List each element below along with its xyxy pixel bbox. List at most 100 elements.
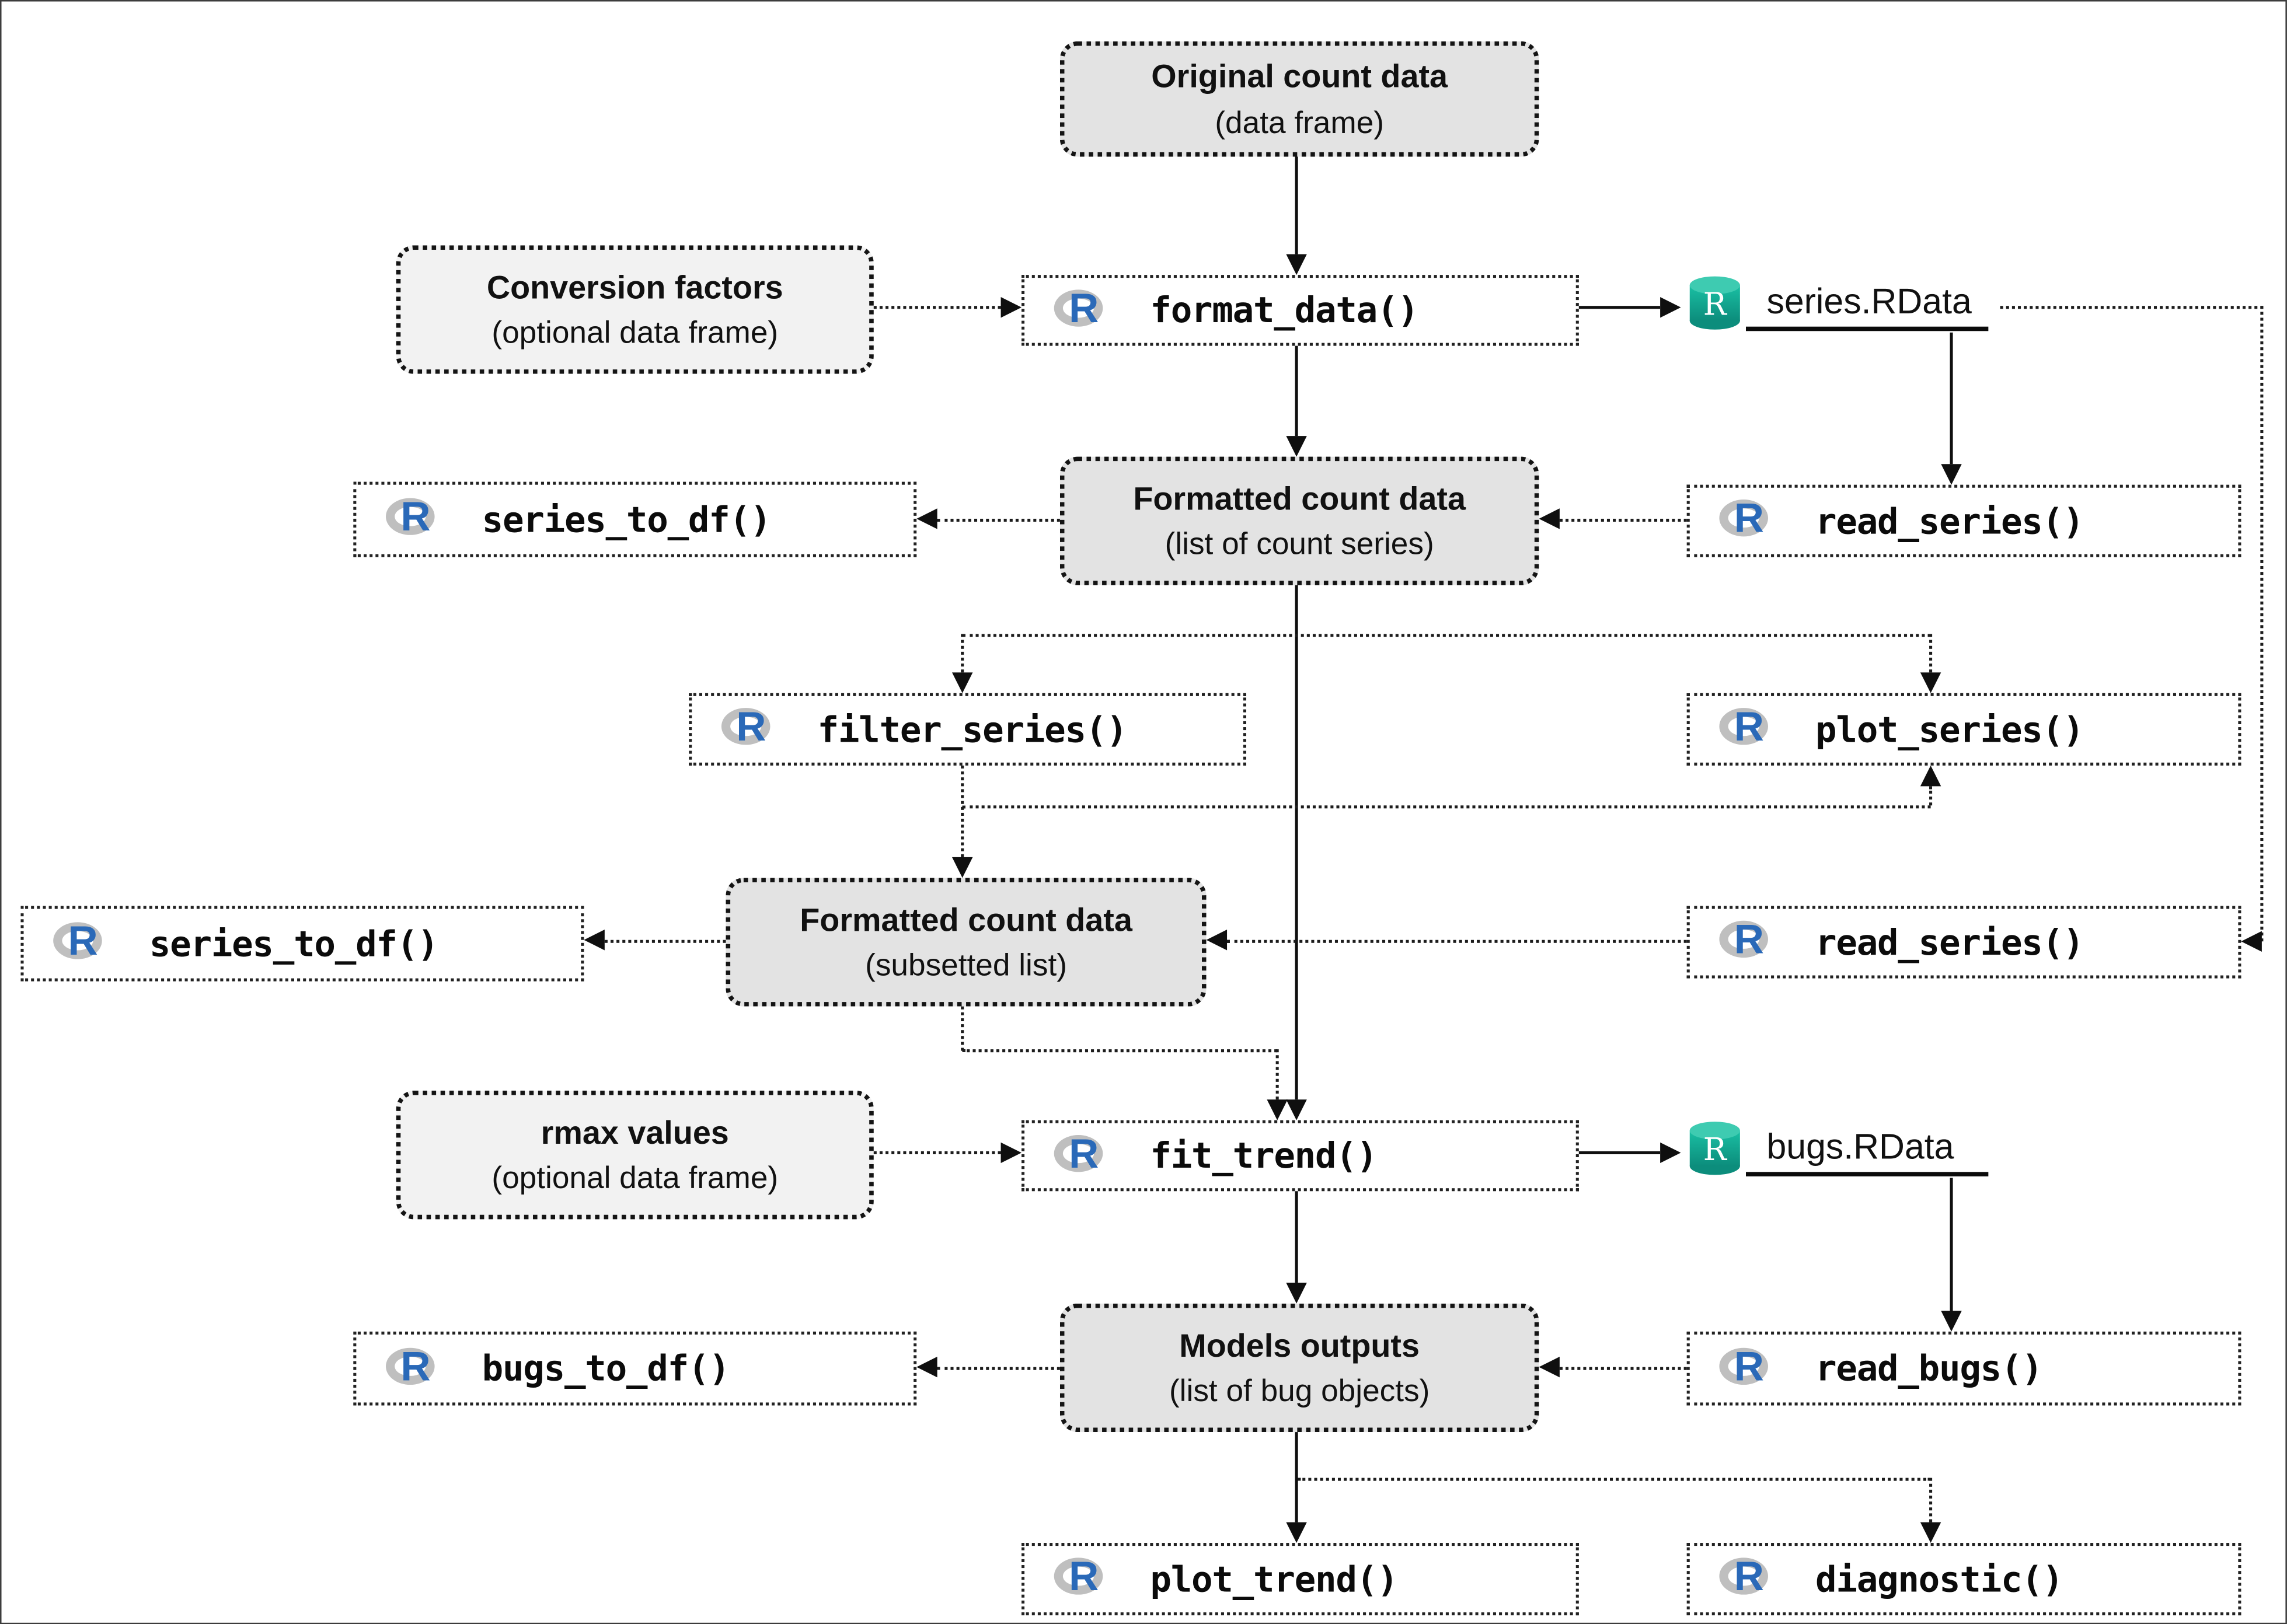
node-formatted-count-data: Formatted count data (list of count seri…: [1059, 456, 1539, 585]
node-format-data[interactable]: R format_data(): [1022, 275, 1579, 346]
arrowhead-up-icon: [1920, 765, 1941, 787]
edge-line: [873, 306, 1001, 309]
node-series-rdata: R series.RData: [1687, 274, 2042, 333]
function-label: diagnostic(): [1815, 1558, 2063, 1600]
edge-line: [2000, 306, 2264, 309]
node-title: Conversion factors: [486, 268, 783, 306]
node-series-to-df-left[interactable]: R series_to_df(): [20, 906, 584, 982]
node-subtitle: (data frame): [1215, 106, 1384, 140]
arrowhead-left-icon: [2241, 931, 2262, 952]
arrowhead-left-icon: [1539, 1356, 1560, 1378]
function-label: series_to_df(): [482, 498, 772, 540]
r-logo-letter: R: [1734, 703, 1764, 750]
edge-line: [937, 518, 1060, 522]
arrowhead-left-icon: [1539, 508, 1560, 529]
function-label: fit_trend(): [1150, 1135, 1378, 1176]
edge-line: [2260, 306, 2264, 942]
edge-line: [961, 1006, 964, 1051]
node-plot-trend[interactable]: R plot_trend(): [1022, 1543, 1579, 1616]
r-logo-letter: R: [1734, 495, 1764, 541]
edge-line: [1559, 518, 1687, 522]
edge-line: [873, 1151, 1001, 1154]
edge-line: [1295, 1432, 1298, 1522]
series-rdata-underline: [1746, 326, 1989, 331]
r-logo-icon: R: [1054, 1130, 1110, 1179]
arrowhead-down-icon: [1286, 436, 1307, 457]
edge-line: [937, 1367, 1060, 1370]
node-title: Models outputs: [1179, 1326, 1420, 1364]
edge-line: [1578, 306, 1661, 309]
arrowhead-left-icon: [1206, 930, 1228, 951]
edge-line: [962, 634, 1931, 637]
r-logo-letter: R: [68, 917, 98, 964]
node-subtitle: (optional data frame): [491, 316, 779, 351]
r-logo-letter: R: [400, 1342, 431, 1389]
r-logo-icon: R: [1719, 916, 1775, 965]
edge-line: [1295, 585, 1298, 1100]
node-filter-series[interactable]: R filter_series(): [689, 693, 1246, 766]
node-plot-series[interactable]: R plot_series(): [1686, 693, 2241, 766]
node-fit-trend[interactable]: R fit_trend(): [1022, 1120, 1579, 1192]
arrowhead-down-icon: [1941, 464, 1962, 485]
node-bugs-to-df[interactable]: R bugs_to_df(): [353, 1331, 917, 1406]
node-read-series-right[interactable]: R read_series(): [1686, 906, 2241, 979]
arrowhead-right-icon: [1660, 297, 1681, 318]
arrowhead-down-icon: [1920, 1522, 1941, 1543]
bugs-rdata-underline: [1746, 1172, 1989, 1176]
rdata-icon-letter: R: [1703, 1131, 1728, 1168]
arrowhead-left-icon: [916, 1356, 937, 1378]
edge-line: [1559, 1367, 1687, 1370]
node-bugs-rdata: R bugs.RData: [1687, 1119, 2042, 1178]
r-logo-letter: R: [736, 703, 766, 750]
edge-line: [1275, 1049, 1279, 1100]
r-logo-letter: R: [400, 493, 431, 540]
arrowhead-down-icon: [1286, 1522, 1307, 1543]
arrowhead-down-icon: [1286, 1099, 1307, 1120]
function-label: read_series(): [1815, 921, 2084, 963]
arrowhead-down-icon: [1267, 1099, 1288, 1120]
arrowhead-down-icon: [1920, 672, 1941, 693]
edge-line: [604, 940, 726, 943]
node-models-outputs: Models outputs (list of bug objects): [1059, 1303, 1539, 1433]
r-logo-icon: R: [721, 703, 778, 753]
edge-line: [1578, 1151, 1661, 1154]
r-logo-letter: R: [1734, 1553, 1764, 1599]
function-label: read_series(): [1815, 500, 2084, 542]
r-logo-letter: R: [1069, 1130, 1099, 1176]
function-label: bugs_to_df(): [482, 1347, 730, 1389]
node-subtitle: (optional data frame): [491, 1161, 779, 1196]
r-logo-icon: R: [1719, 703, 1775, 753]
edge-line: [1950, 1178, 1953, 1311]
function-label: filter_series(): [817, 708, 1128, 750]
node-formatted-count-subset: Formatted count data (subsetted list): [726, 878, 1207, 1007]
file-label: bugs.RData: [1766, 1127, 1954, 1168]
edge-line: [1929, 786, 1933, 806]
rdata-file-icon: R: [1689, 276, 1740, 330]
node-rmax-values: rmax values (optional data frame): [396, 1091, 874, 1220]
file-label: series.RData: [1766, 282, 1972, 323]
function-label: read_bugs(): [1815, 1347, 2043, 1389]
edge-line: [962, 805, 1931, 809]
node-series-to-df-top[interactable]: R series_to_df(): [353, 481, 917, 557]
r-logo-icon: R: [386, 493, 442, 543]
node-original-count-data: Original count data (data frame): [1059, 41, 1539, 157]
edge-line: [961, 765, 964, 857]
r-logo-icon: R: [1719, 1342, 1775, 1392]
edge-line: [1295, 156, 1298, 254]
r-logo-letter: R: [1069, 1553, 1099, 1599]
function-label: series_to_df(): [149, 923, 439, 965]
node-read-series-top[interactable]: R read_series(): [1686, 484, 2241, 557]
r-logo-letter: R: [1734, 1342, 1764, 1389]
r-logo-icon: R: [53, 917, 109, 967]
node-read-bugs[interactable]: R read_bugs(): [1686, 1331, 2241, 1406]
node-subtitle: (list of count series): [1165, 528, 1434, 562]
node-subtitle: (list of bug objects): [1169, 1374, 1430, 1409]
r-logo-icon: R: [1719, 495, 1775, 544]
node-title: Formatted count data: [800, 901, 1132, 938]
arrowhead-down-icon: [951, 672, 973, 693]
r-logo-letter: R: [1069, 284, 1099, 331]
arrowhead-down-icon: [1286, 254, 1307, 275]
node-diagnostic[interactable]: R diagnostic(): [1686, 1543, 2241, 1616]
